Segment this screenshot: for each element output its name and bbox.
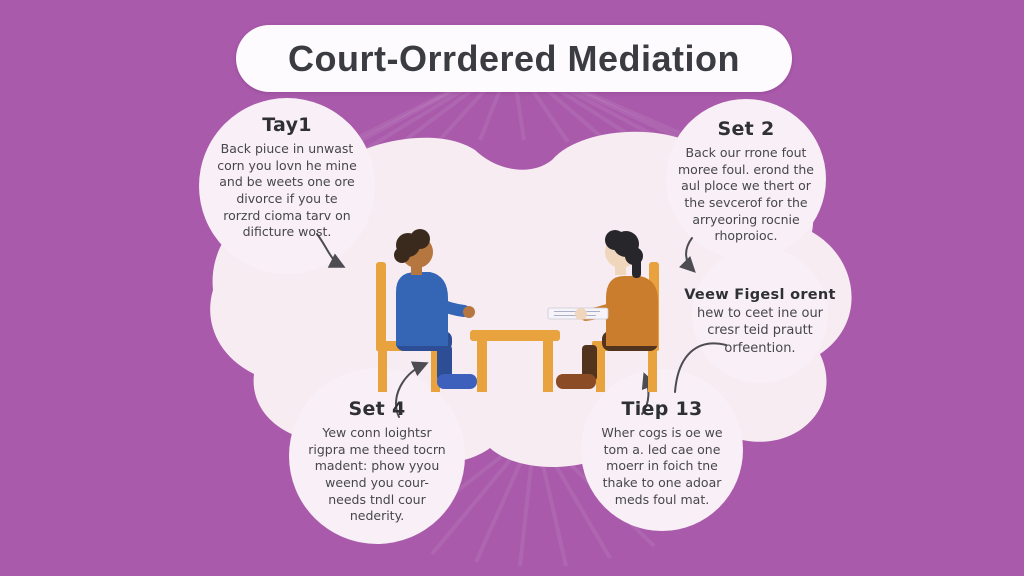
step-1-bubble-shape	[199, 98, 375, 274]
left-chair-leg	[378, 351, 387, 392]
step-bubble-shapes	[199, 98, 828, 544]
step-bubble-4: Set 4 Yew conn loightsr rigpra me theed …	[282, 398, 472, 525]
page-title: Court-Orrdered Mediation	[287, 37, 740, 79]
left-person-shoe	[437, 374, 477, 389]
step-bubble-2: Set 2 Back our rrone fout moree foul. er…	[651, 118, 841, 245]
step-1-line: rorzrd cioma tarv on	[223, 207, 351, 223]
step-5-line: thake to one adoar	[602, 474, 722, 490]
left-person-hand	[463, 306, 475, 318]
step-4-line: madent: phow yyou	[314, 458, 440, 474]
left-person-neck	[411, 262, 422, 275]
title-banner: Court-Orrdered Mediation	[236, 25, 792, 92]
step-3-line: orfeention.	[724, 340, 796, 356]
right-person-shin	[582, 345, 597, 381]
step-1-line: Back piuce in unwast	[220, 141, 354, 156]
right-chair-leg	[648, 351, 657, 392]
step-2-line: the sevcerof for the	[684, 194, 808, 210]
step-5-line: Wher cogs is oe we	[601, 425, 723, 440]
right-chair-leg	[596, 351, 605, 392]
step-4-line: weend you cour-	[325, 474, 429, 490]
step-3-bulge-shape	[692, 247, 828, 383]
right-person	[547, 230, 658, 389]
table-leg	[477, 341, 487, 392]
step-5-line: meds foul mat.	[614, 491, 710, 507]
step-bubble-3: Veew Figesl orent hew to ceet ine our cr…	[665, 287, 855, 357]
step-5-line: tom a. led cae one	[603, 441, 721, 457]
arrow-step1-to-center	[316, 233, 346, 268]
right-person-shoe	[556, 374, 596, 389]
step-2-line: arryeoring rocnie	[692, 211, 800, 227]
step-4-bubble-shape	[289, 368, 465, 544]
left-chair-leg	[431, 351, 440, 392]
step-3-line: cresr teid prautt	[707, 323, 813, 339]
left-person-shin	[437, 345, 452, 381]
step-4-line: needs tndl cour	[328, 491, 426, 507]
furniture	[376, 262, 659, 392]
right-person-neck	[615, 262, 626, 275]
left-person-arm	[406, 283, 470, 317]
step-1-line: dificture wost.	[242, 224, 332, 240]
left-chair-back	[376, 262, 386, 346]
step-2-heading: Set 2	[717, 118, 775, 140]
step-1-heading: Tay1	[262, 114, 312, 136]
step-2-line: rhoproioc.	[714, 228, 778, 244]
step-bubble-1: Tay1 Back piuce in unwast corn you lovn …	[192, 114, 382, 241]
arrow-step2-to-step3	[678, 237, 696, 273]
step-2-bubble-shape	[666, 99, 826, 259]
step-5-bubble-shape	[581, 369, 743, 531]
step-1-line: and be weets one ore	[219, 174, 355, 190]
left-person-hair	[394, 229, 430, 263]
connector-arrows	[316, 233, 727, 418]
left-person	[394, 229, 477, 389]
step-5-line: moerr in foich tne	[606, 458, 718, 474]
step-4-line: nederity.	[349, 508, 405, 524]
right-person-hand	[575, 308, 587, 320]
step-5-heading: Tiep 13	[621, 398, 703, 420]
table-top	[470, 330, 560, 341]
step-2-line: Back our rrone fout	[685, 145, 807, 160]
step-1-line: corn you lovn he mine	[217, 157, 357, 173]
step-3-heading: Veew Figesl orent	[684, 287, 836, 303]
arrow-step5-to-center	[641, 372, 657, 415]
step-3-line: hew to ceet ine our	[696, 306, 824, 321]
step-bubble-5: Tiep 13 Wher cogs is oe we tom a. led ca…	[567, 398, 757, 508]
right-person-hair	[605, 230, 643, 278]
table-leg	[543, 341, 553, 392]
step-2-line: moree foul. erond the	[678, 161, 814, 177]
step-4-line: rigpra me theed tocrn	[308, 441, 446, 457]
step-2-line: aul ploce we thert or	[681, 178, 811, 194]
arrow-step3-to-step5	[674, 342, 727, 393]
step-4-line: Yew conn loightsr	[322, 425, 432, 440]
step-4-heading: Set 4	[348, 398, 406, 420]
arrow-step4-to-center	[395, 361, 429, 418]
step-1-line: divorce if you te	[236, 190, 338, 206]
